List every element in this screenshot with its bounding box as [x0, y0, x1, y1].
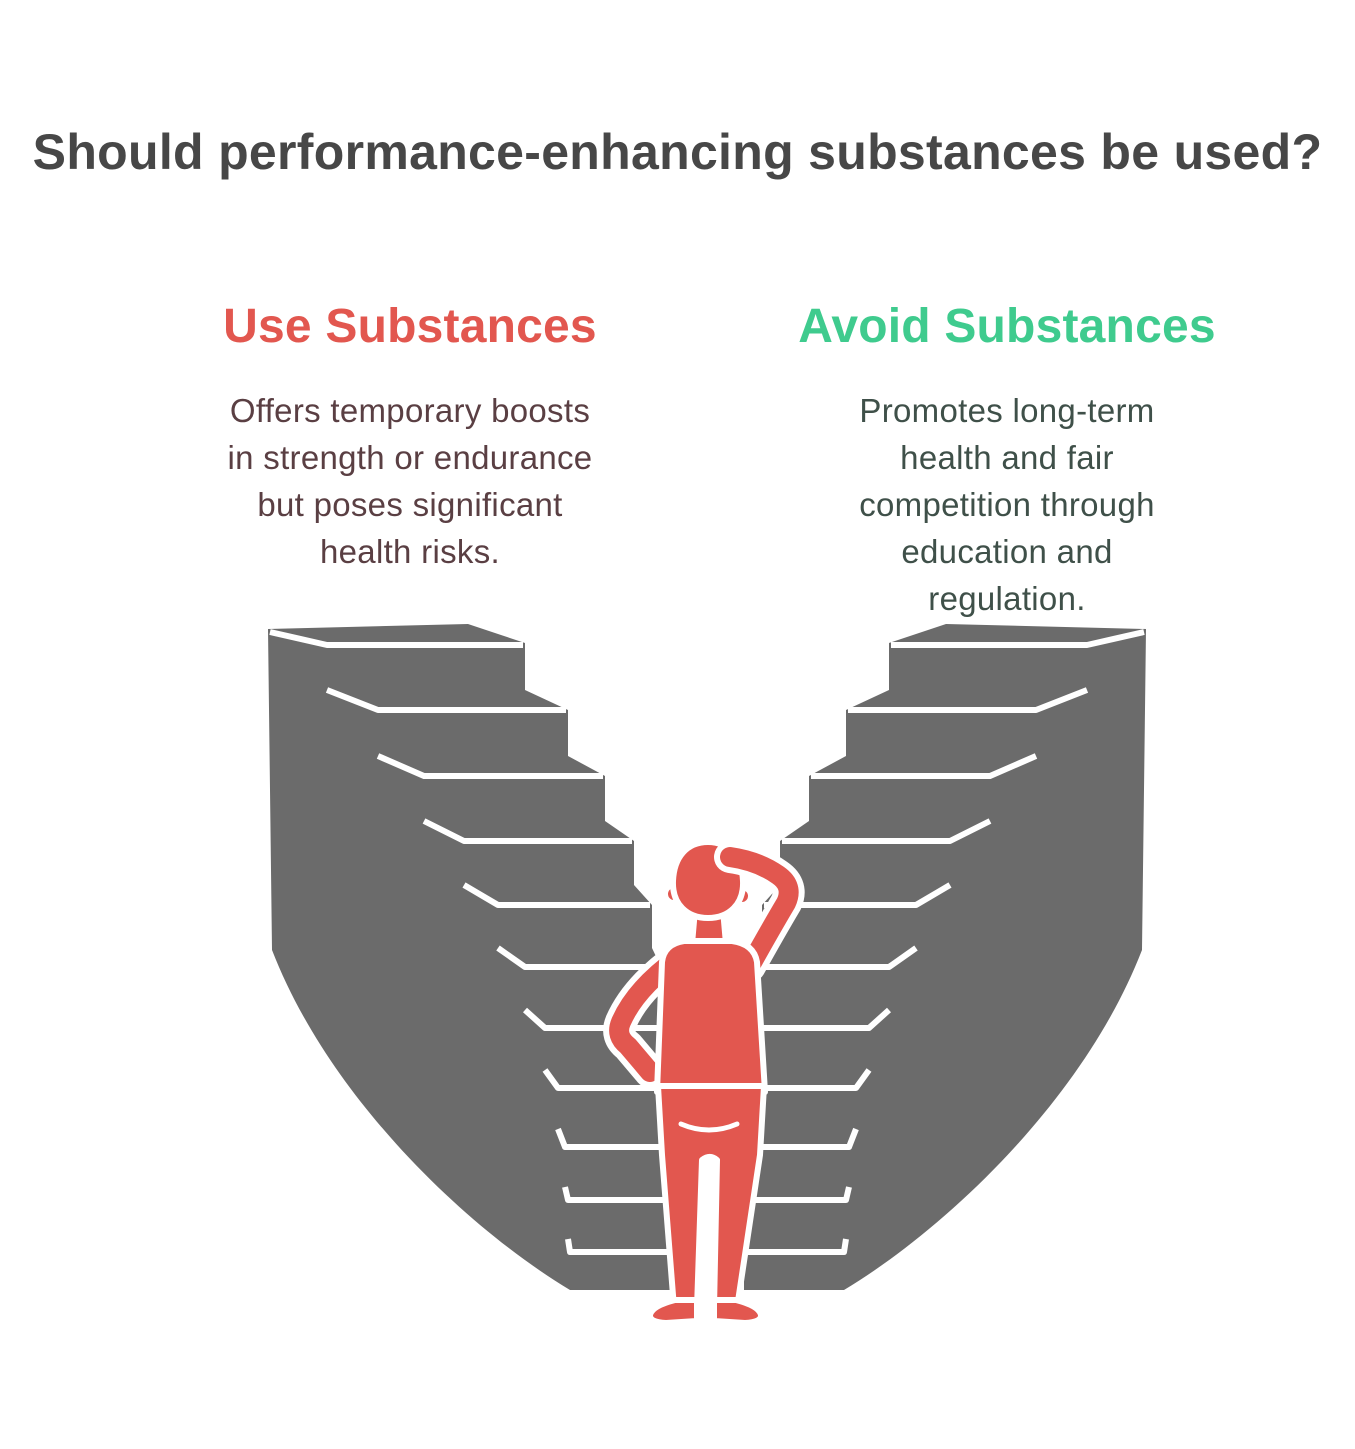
right-staircase	[744, 624, 1146, 1290]
right-staircase-step-separators	[746, 629, 1145, 1255]
person-figure	[603, 839, 805, 1326]
left-staircase-silhouette	[268, 624, 670, 1290]
use-substances-description: Offers temporary boosts in strength or e…	[227, 392, 593, 570]
left-staircase	[268, 624, 670, 1290]
avoid-substances-description: Promotes long-term health and fair compe…	[859, 392, 1155, 617]
person-torso	[654, 938, 768, 1095]
option-column-avoid: Avoid Substances Promotes long-term heal…	[792, 300, 1222, 622]
right-staircase-silhouette	[744, 624, 1146, 1290]
avoid-substances-heading: Avoid Substances	[798, 300, 1216, 353]
person-right-arm	[720, 847, 799, 976]
use-substances-heading: Use Substances	[223, 300, 597, 353]
option-column-use: Use Substances Offers temporary boosts i…	[190, 300, 630, 575]
person-foot-left	[646, 1297, 700, 1326]
person-foot-right	[711, 1297, 765, 1326]
page-title: Should performance-enhancing substances …	[32, 124, 1323, 180]
left-staircase-step-separators	[269, 629, 668, 1255]
person-seat-line	[678, 1121, 740, 1133]
person-left-arm	[609, 948, 688, 1082]
